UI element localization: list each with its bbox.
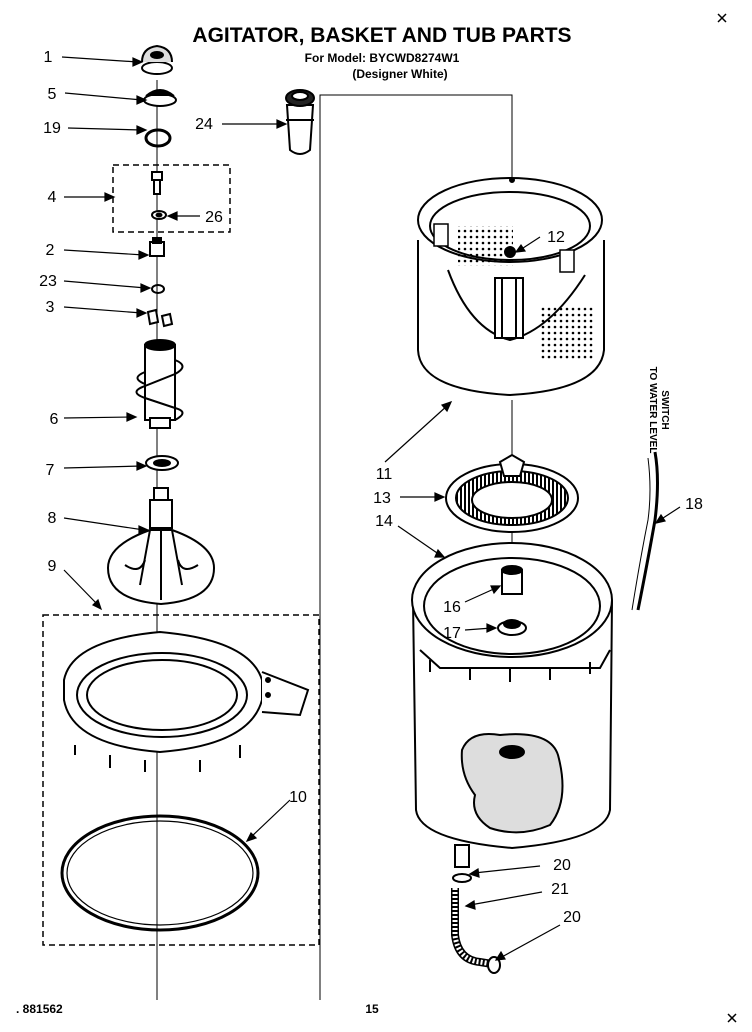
callout-8: 8 bbox=[48, 510, 57, 527]
callout-10: 10 bbox=[289, 789, 307, 806]
part-4-kit-box bbox=[112, 164, 231, 233]
doc-number: . 881562 bbox=[16, 1002, 63, 1016]
drain-hose-assembly bbox=[451, 844, 501, 974]
part-9-tub-ring bbox=[63, 630, 310, 772]
part-4-bolt bbox=[151, 171, 163, 195]
callout-3: 3 bbox=[46, 299, 55, 316]
part-14-outer-tub bbox=[411, 542, 613, 850]
callout-6: 6 bbox=[50, 411, 59, 428]
part-17-seal bbox=[497, 619, 527, 636]
callout-17: 17 bbox=[443, 625, 461, 642]
part-23-clip bbox=[151, 284, 165, 294]
corner-mark-bottom bbox=[727, 1013, 737, 1023]
side-note-line1: TO WATER LEVEL bbox=[647, 367, 658, 454]
page-number: 15 bbox=[365, 1002, 379, 1016]
part-13-drive-hub bbox=[445, 453, 579, 533]
callout-12: 12 bbox=[547, 229, 565, 246]
callout-1: 1 bbox=[44, 49, 53, 66]
leader-lines bbox=[61, 56, 681, 961]
callout-11: 11 bbox=[376, 466, 393, 483]
model-line: For Model: BYCWD8274W1 bbox=[305, 51, 460, 65]
callout-4: 4 bbox=[48, 189, 57, 206]
callout-9: 9 bbox=[48, 558, 57, 575]
callout-26: 26 bbox=[205, 209, 223, 226]
callout-16: 16 bbox=[443, 599, 461, 616]
part-5-cam bbox=[143, 89, 177, 107]
part-8-agitator-base bbox=[106, 487, 216, 606]
color-line: (Designer White) bbox=[352, 67, 447, 81]
connector-line bbox=[319, 94, 513, 1000]
callout-20-upper: 20 bbox=[553, 857, 571, 874]
part-2-coupling bbox=[149, 237, 165, 257]
callout-18: 18 bbox=[685, 496, 703, 513]
part-7-bearing bbox=[145, 455, 179, 471]
part-6-auger bbox=[135, 339, 184, 429]
page-title: AGITATOR, BASKET AND TUB PARTS bbox=[192, 24, 571, 47]
part-19-ring bbox=[144, 128, 172, 148]
callout-23: 23 bbox=[39, 273, 57, 290]
part-3-dogs bbox=[146, 308, 174, 328]
part-24-softener-dispenser bbox=[285, 89, 315, 155]
callout-14: 14 bbox=[375, 513, 393, 530]
part-16-drive-block bbox=[501, 565, 523, 595]
callout-21: 21 bbox=[551, 881, 569, 898]
callout-5: 5 bbox=[48, 86, 57, 103]
part-10-tub-seal bbox=[60, 814, 260, 932]
callout-2: 2 bbox=[46, 242, 55, 259]
callout-24: 24 bbox=[195, 116, 213, 133]
callout-13: 13 bbox=[373, 490, 391, 507]
callout-19: 19 bbox=[43, 120, 61, 137]
part-11-basket bbox=[417, 177, 605, 397]
callout-7: 7 bbox=[46, 462, 55, 479]
side-note: TO WATER LEVEL SWITCH bbox=[647, 367, 670, 454]
callout-numbers: 1 5 19 24 4 26 2 23 3 12 6 7 11 13 18 8 … bbox=[39, 49, 703, 926]
callout-20-lower: 20 bbox=[563, 909, 581, 926]
part-1-cap bbox=[141, 44, 173, 75]
side-note-line2: SWITCH bbox=[659, 390, 670, 429]
part-26-washer bbox=[151, 210, 167, 220]
part-9-kit-box bbox=[42, 614, 320, 946]
part-18-hose bbox=[631, 451, 659, 611]
corner-mark bbox=[717, 13, 727, 23]
